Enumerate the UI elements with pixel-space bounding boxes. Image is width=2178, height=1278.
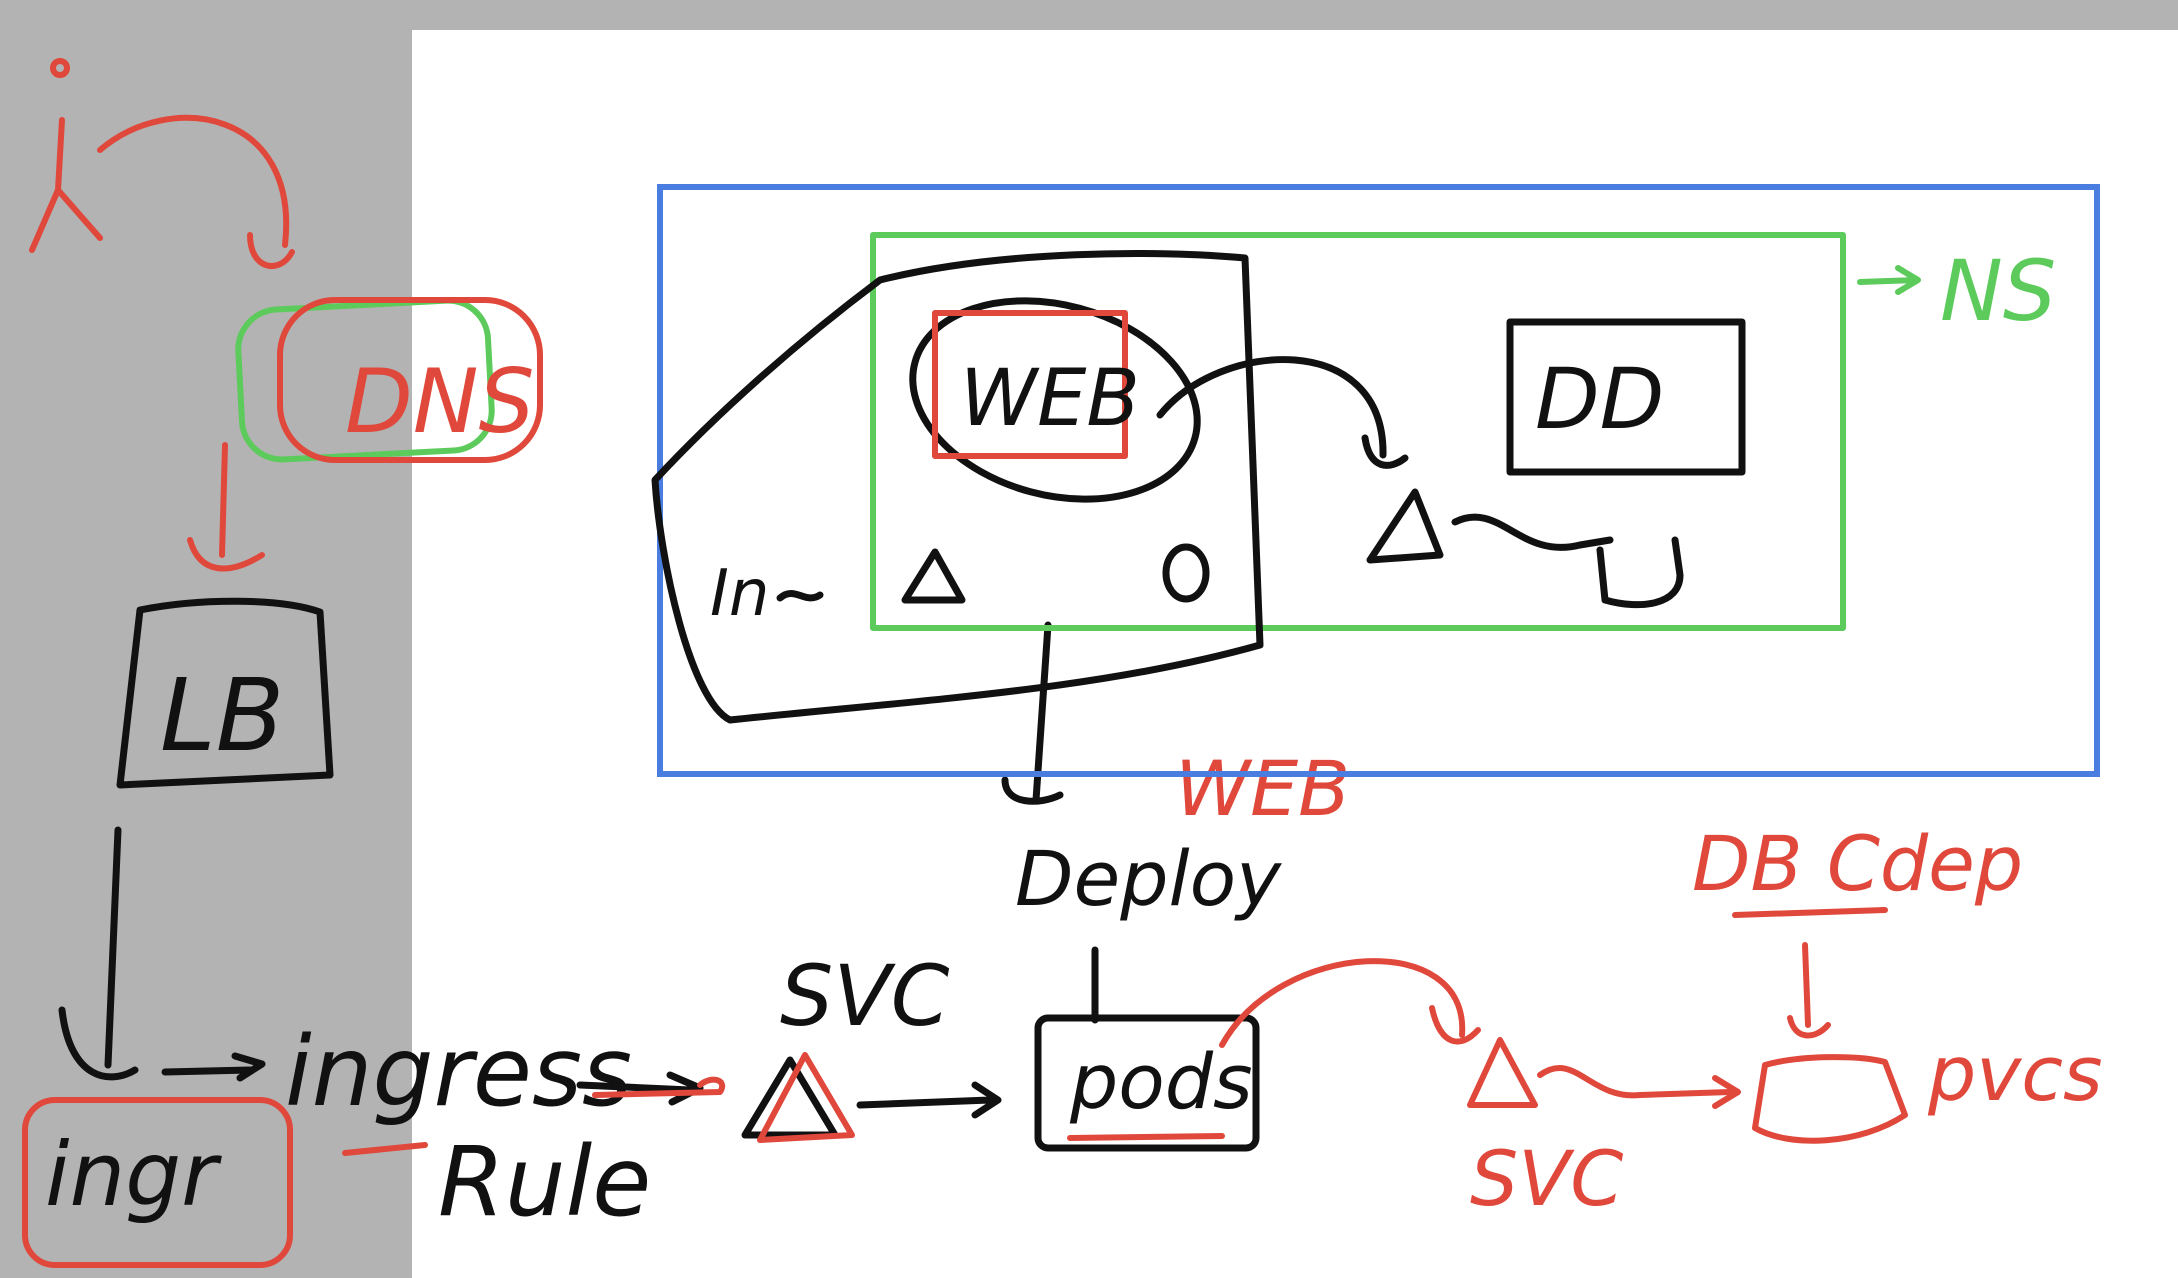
ns-label: NS bbox=[1940, 242, 2056, 340]
triangle-service-icon bbox=[741, 1056, 839, 1139]
ns-triangle-icon bbox=[1366, 488, 1444, 564]
web-label: WEB bbox=[960, 354, 1140, 444]
lb-to-ingress-line bbox=[58, 826, 139, 1081]
pods-box bbox=[1034, 1014, 1260, 1152]
user-to-dns-arrow bbox=[97, 115, 295, 270]
dns-to-lb-arrow bbox=[187, 442, 265, 572]
ingr-label: ingr bbox=[45, 1123, 222, 1226]
person-icon bbox=[29, 58, 103, 253]
ingress-arrow bbox=[161, 1052, 266, 1082]
in-label: In bbox=[710, 557, 769, 631]
svc-red-triangle-icon bbox=[1467, 1037, 1538, 1108]
ingress-rule-label: Rule bbox=[438, 1126, 651, 1238]
pods-to-svc-red-arrow bbox=[1219, 958, 1481, 1048]
db-deploy-label: DB Cdep bbox=[1692, 819, 2023, 908]
dns-label: DNS bbox=[345, 350, 534, 453]
namespace-green-box bbox=[870, 232, 1846, 631]
dd-box bbox=[1506, 318, 1746, 476]
cluster-blue-box bbox=[657, 184, 2100, 777]
web-to-triangle-arrow bbox=[1156, 356, 1409, 469]
pods-red-underline bbox=[1067, 1133, 1225, 1141]
inner-triangle-icon bbox=[901, 548, 966, 604]
svc-to-pods-arrow bbox=[856, 1081, 1002, 1119]
svc-red-label: SVC bbox=[1470, 1134, 1623, 1223]
dns-green-box bbox=[235, 297, 495, 463]
pod-outline bbox=[651, 249, 1264, 724]
dns-red-box bbox=[277, 297, 543, 463]
web-red-label: WEB bbox=[1175, 744, 1350, 833]
svc-red-tilde-arrow bbox=[1537, 1065, 1741, 1109]
svc-top-label: SVC bbox=[780, 947, 950, 1045]
ingr-box bbox=[22, 1097, 293, 1268]
pvcs-label: pvcs bbox=[1927, 1029, 2103, 1118]
db-deploy-underline bbox=[1732, 907, 1888, 918]
lb-label: LB bbox=[160, 657, 284, 774]
pvcs-cylinder-icon bbox=[1752, 1054, 1908, 1144]
ingress-to-svc-red bbox=[592, 1076, 725, 1098]
rule-red-underline bbox=[342, 1142, 428, 1156]
deploy-label: Deploy bbox=[1015, 834, 1282, 923]
db-to-pvcs-arrow bbox=[1787, 942, 1831, 1039]
web-red-box bbox=[932, 310, 1128, 459]
ingress-label: ingress bbox=[285, 1016, 632, 1128]
ns-arrow bbox=[1857, 265, 1921, 295]
triangle-service-red bbox=[757, 1052, 855, 1143]
ns-tilde bbox=[1451, 513, 1614, 551]
lb-box bbox=[116, 597, 334, 789]
storage-cylinder-icon bbox=[1596, 536, 1684, 609]
pods-label: pods bbox=[1069, 1037, 1253, 1126]
web-ellipse bbox=[909, 297, 1201, 503]
circle-pod-icon bbox=[1162, 543, 1210, 603]
web-to-deploy-line bbox=[1001, 621, 1064, 805]
in-tilde bbox=[776, 589, 824, 602]
dd-label: DD bbox=[1535, 350, 1664, 448]
